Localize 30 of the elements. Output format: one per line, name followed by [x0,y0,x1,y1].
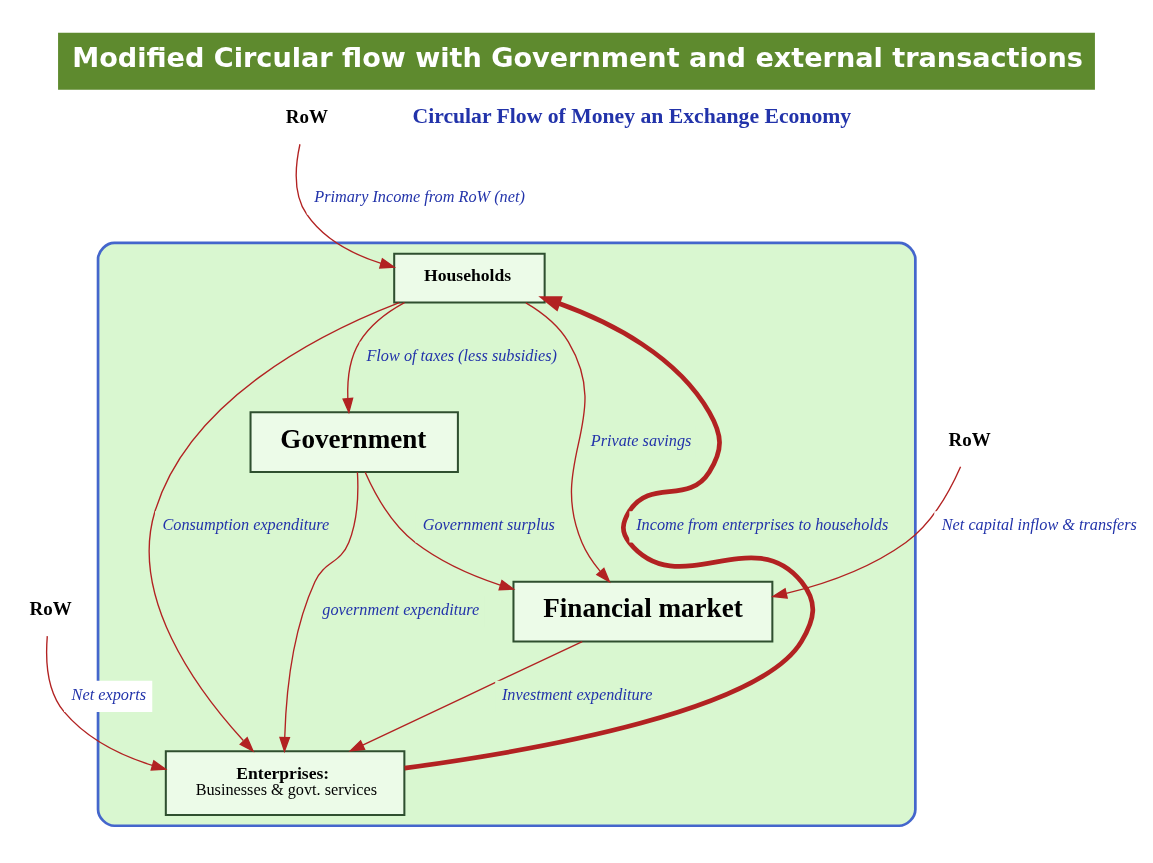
label: Circular Flow of Money an Exchange Economy [412,103,852,128]
arrow [342,301,406,414]
arrow [295,143,397,269]
edge-label: Net exports [71,685,147,704]
edge-label: government expenditure [322,600,480,619]
arrow [770,465,962,599]
edge-label: Consumption expenditure [162,515,330,534]
edge-label: Investment expenditure [501,685,653,704]
arrow [279,471,359,753]
arrow [404,295,816,770]
cluster [96,241,917,827]
edge-label: Primary Income from RoW (net) [314,187,525,206]
node-box: Households [393,252,546,304]
edge-label: Net capital inflow & transfers [941,515,1137,534]
node-box: Enterprises: Businesses & govt. services [164,749,406,816]
node-text: RoW [285,105,328,127]
node-box: Government [249,410,459,473]
diagram-title: Modified Circular flow with Government and external transactions [72,41,1083,73]
node-text: RoW [948,428,991,450]
edge-label: Government surplus [422,515,555,534]
arrow [46,634,168,771]
arrow [364,471,516,590]
edge-label: Flow of taxes (less subsidies) [366,346,557,365]
node-box: Financial market [512,580,774,642]
node-text: RoW [29,597,72,619]
arrow [348,640,583,752]
edge-label: Income from enterprises to households [636,515,889,534]
arrow [525,301,611,583]
edge-label: Private savings [590,431,692,450]
arrow [148,301,400,752]
